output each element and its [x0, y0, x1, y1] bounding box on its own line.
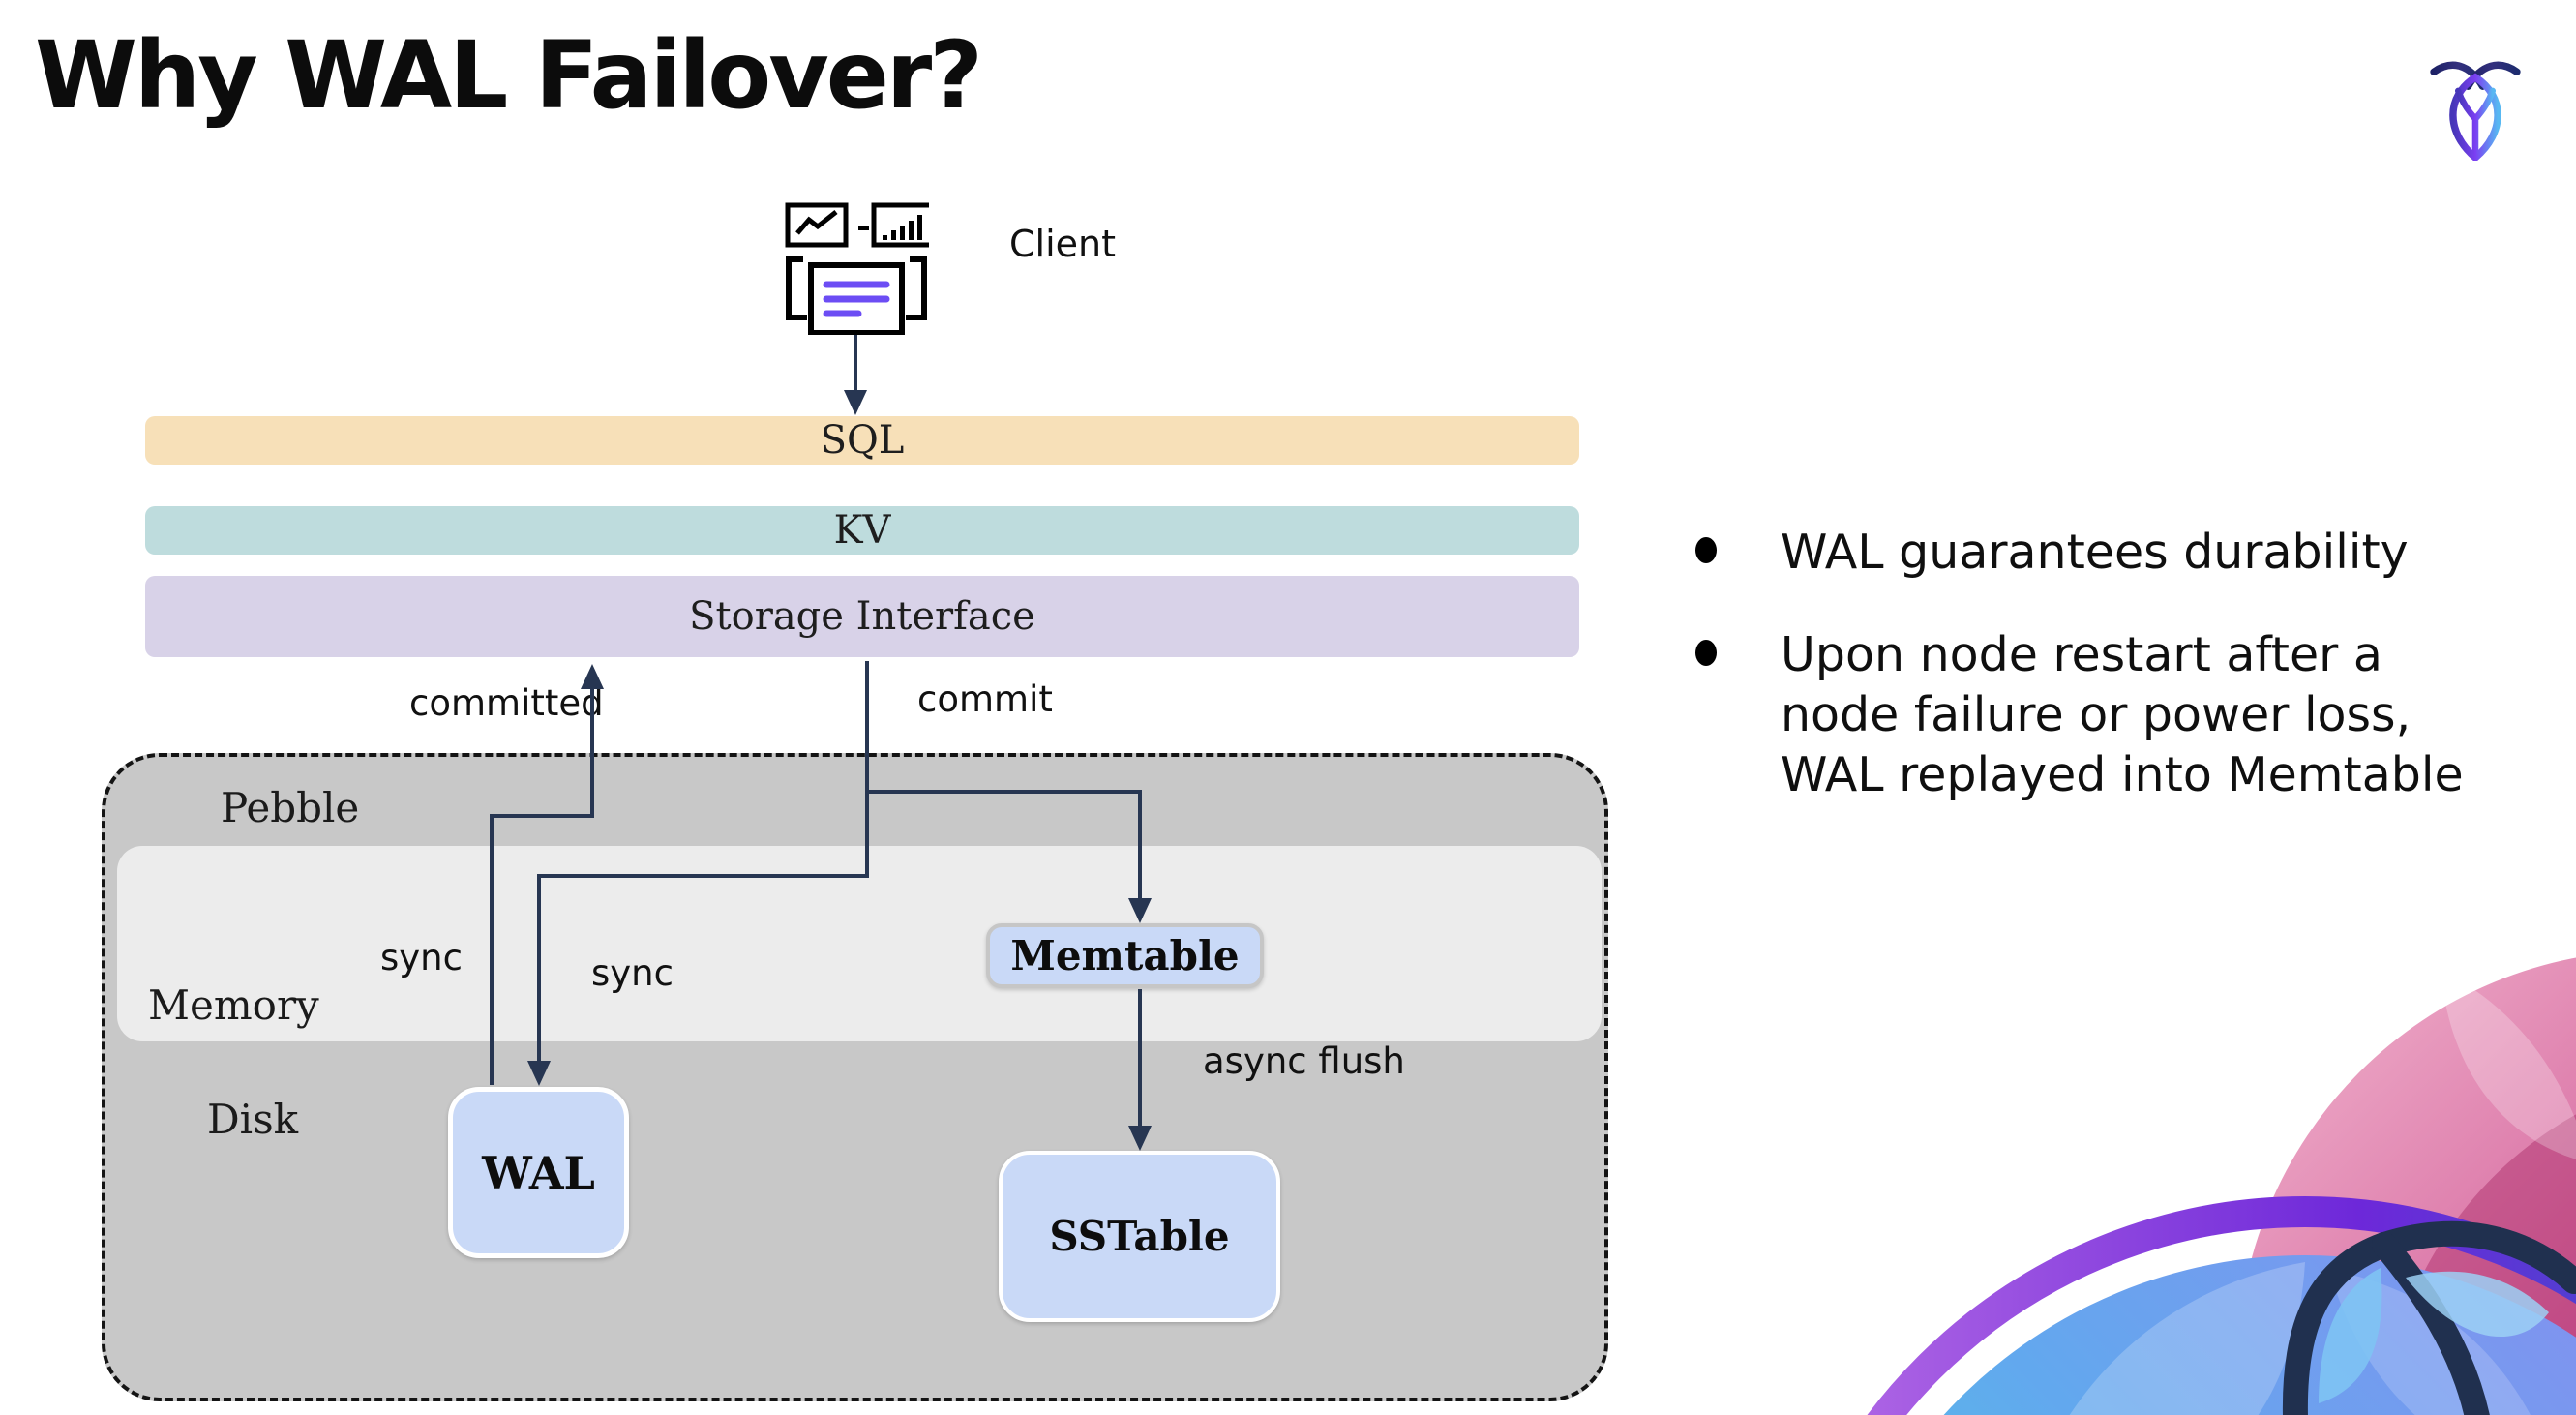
leaf-veins — [2282, 1220, 2576, 1415]
document-lines — [823, 281, 890, 317]
client-label: Client — [1009, 223, 1117, 265]
logo-strokes — [2430, 61, 2521, 161]
client-monitors — [785, 202, 929, 248]
async-flush-edge-label: async flush — [1203, 1040, 1405, 1082]
memory-label: Memory — [148, 981, 319, 1029]
bullet-dot — [1695, 537, 1717, 563]
sstable-box: SSTable — [999, 1151, 1280, 1322]
pebble-label: Pebble — [221, 784, 360, 831]
sync-right-edge-label: sync — [591, 952, 674, 994]
pink-petal-highlight — [2441, 970, 2576, 1159]
layer-label-storage-interface: Storage Interface — [689, 594, 1035, 639]
cockroachdb-logo-icon — [2430, 61, 2521, 161]
memtable-box: Memtable — [986, 923, 1264, 988]
layer-bar-kv: KV — [145, 506, 1579, 555]
layer-label-kv: KV — [833, 508, 891, 553]
wal-label: WAL — [482, 1146, 595, 1199]
bullet-item: WAL guarantees durability — [1695, 523, 2566, 583]
layer-label-sql: SQL — [820, 418, 905, 463]
bullet-list: WAL guarantees durability Upon node rest… — [1695, 523, 2566, 848]
line-chart-glyph — [795, 210, 838, 235]
memory-region — [117, 846, 1602, 1041]
dash-glyph — [858, 226, 869, 230]
memtable-label: Memtable — [1010, 932, 1240, 979]
brand-shapes — [1867, 957, 2576, 1415]
blue-petal-highlight-left — [2069, 1262, 2305, 1415]
wal-box: WAL — [448, 1087, 629, 1258]
slide-title: Why WAL Failover? — [35, 21, 983, 130]
commit-edge-label: commit — [917, 678, 1053, 720]
leaf-fill-left — [2319, 1268, 2382, 1403]
disk-label: Disk — [207, 1096, 299, 1143]
client-brackets — [786, 256, 927, 320]
bullet-dot — [1695, 640, 1717, 666]
committed-edge-label: committed — [409, 682, 604, 724]
bullet-item: Upon node restart after a node failure o… — [1695, 625, 2566, 805]
layer-bar-storage-interface: Storage Interface — [145, 576, 1579, 657]
client-document — [808, 262, 905, 335]
leaf-fill-right — [2406, 1271, 2549, 1338]
client-icon — [785, 202, 929, 335]
purple-ring — [1867, 1196, 2576, 1415]
sstable-label: SSTable — [1049, 1213, 1230, 1260]
bullet-text: WAL guarantees durability — [1781, 525, 2409, 580]
bar-chart-glyph — [883, 215, 922, 240]
cockroachdb-brand-graphic — [1867, 957, 2576, 1415]
sync-left-edge-label: sync — [380, 937, 463, 978]
bullet-text: Upon node restart after a node failure o… — [1781, 627, 2464, 802]
layer-bar-sql: SQL — [145, 416, 1579, 465]
